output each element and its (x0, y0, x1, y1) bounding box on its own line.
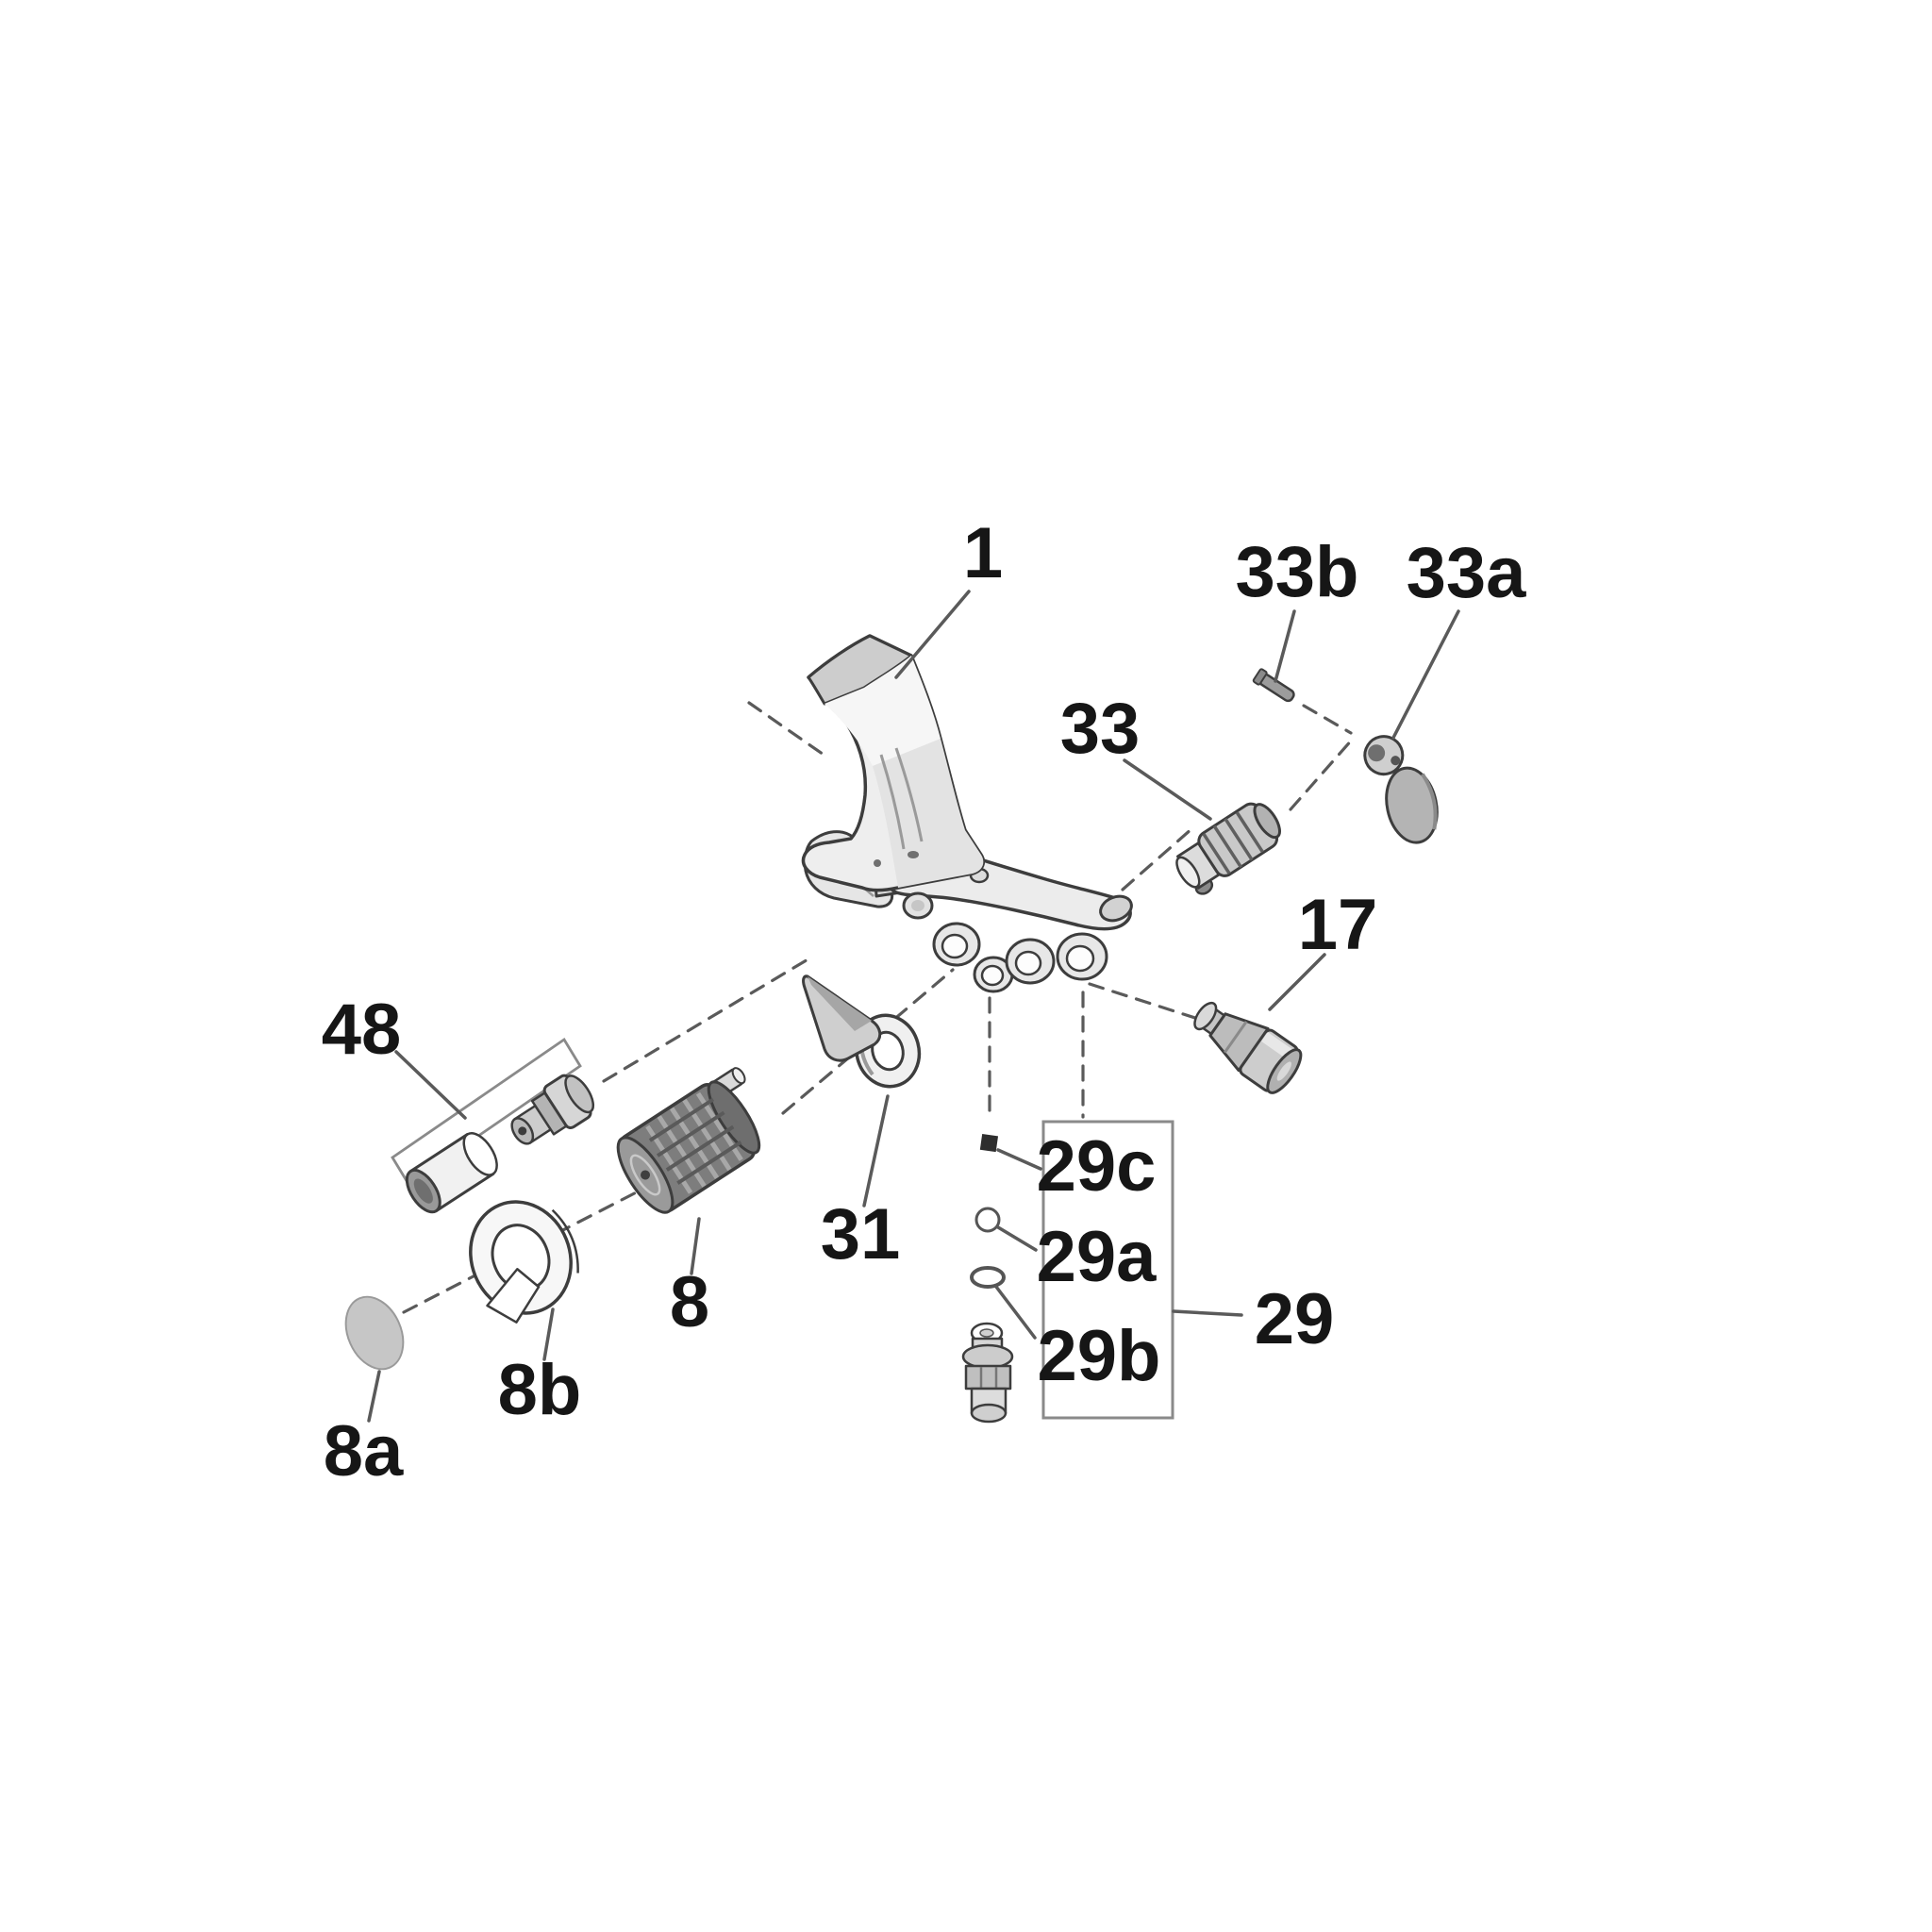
part-33-packing-nut (1175, 802, 1281, 895)
fitting-cone (1208, 1012, 1270, 1073)
label-33a: 33a (1407, 533, 1527, 613)
leader-29b (994, 1285, 1037, 1340)
axis-handle (747, 701, 828, 758)
label-29a: 29a (1037, 1217, 1158, 1297)
part-29c-seal (979, 1133, 999, 1153)
valve-port-2 (973, 956, 1014, 993)
leader-48 (394, 1050, 467, 1120)
bore (1014, 950, 1042, 976)
axis-body-17 (1088, 982, 1200, 1021)
stud-cone-top-face (808, 976, 872, 1031)
leader-8b (542, 1307, 555, 1361)
valve-port-1 (932, 922, 981, 967)
label-17: 17 (1298, 885, 1378, 965)
valve-port-3 (1005, 938, 1056, 985)
part-29b-oring (970, 1266, 1006, 1289)
leader-17 (1268, 953, 1326, 1011)
leader-29c (996, 1148, 1042, 1171)
part-17-fitting (1193, 1001, 1303, 1094)
part-31-stud (802, 974, 922, 1089)
leader-33a (1391, 609, 1460, 740)
handle-top-face (807, 634, 913, 706)
collar-notch (486, 1268, 541, 1324)
bore (1065, 944, 1095, 973)
leader-lines (367, 590, 1460, 1423)
part-8a-gasket (344, 1295, 405, 1371)
bore (941, 933, 969, 959)
label-29c: 29c (1037, 1126, 1157, 1207)
part-33a-latch (1363, 735, 1439, 844)
handle-front-highlight (824, 656, 941, 766)
axis-body-33 (1121, 826, 1194, 891)
leader-33 (1123, 758, 1212, 821)
leader-29a (996, 1225, 1038, 1252)
axis-48-to-body (602, 957, 811, 1083)
group-29-kit (961, 1120, 1174, 1424)
leader-29 (1172, 1309, 1243, 1317)
label-33b: 33b (1236, 532, 1359, 612)
label-33: 33 (1060, 689, 1141, 769)
axis-33-33a (1289, 736, 1356, 811)
handle-lower-shade (873, 739, 984, 888)
part-29a-ball (974, 1207, 1001, 1233)
leader-8 (690, 1217, 701, 1275)
part-33b-pin (1252, 668, 1295, 703)
part-1-handle (801, 634, 985, 892)
leader-31 (862, 1094, 890, 1208)
part-labels: 1 33b 33a 33 17 48 31 8 8b 8a 29c 29a 29… (322, 513, 1526, 1491)
leader-33b (1274, 609, 1296, 683)
group-48-seat (510, 1074, 595, 1145)
group-48-sleeve (405, 1132, 498, 1214)
filter-knurl (645, 1091, 743, 1194)
label-31: 31 (821, 1194, 901, 1274)
group-29-box (1041, 1120, 1174, 1420)
stud-cone (802, 974, 882, 1062)
label-8a: 8a (324, 1411, 404, 1491)
label-8: 8 (670, 1262, 709, 1342)
leader-1 (894, 590, 971, 679)
axis-33b-33a (1302, 704, 1353, 735)
bore (980, 964, 1005, 987)
valve-port-4 (1056, 932, 1108, 981)
stud-ring-inner (871, 1030, 905, 1072)
part-8b-collar (469, 1200, 579, 1324)
label-48: 48 (322, 990, 402, 1070)
label-29b: 29b (1038, 1316, 1161, 1396)
valve-right-port (1099, 894, 1133, 923)
leader-8a (367, 1370, 381, 1423)
label-29: 29 (1255, 1279, 1335, 1359)
label-1: 1 (963, 513, 1003, 593)
part-29-drain-valve (961, 1322, 1014, 1424)
label-8b: 8b (498, 1350, 582, 1430)
part-8-filter (616, 1067, 761, 1214)
